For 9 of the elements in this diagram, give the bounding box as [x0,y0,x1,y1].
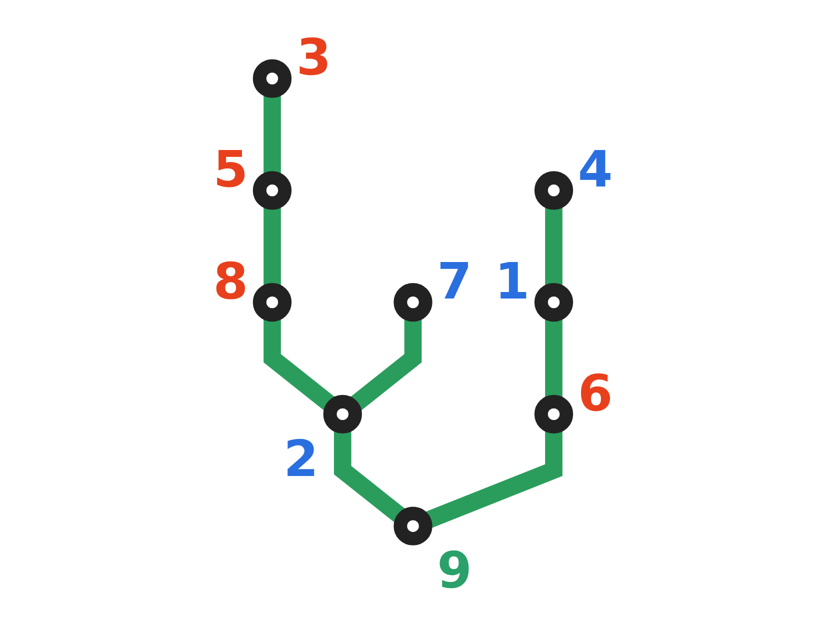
node-number: 2 [283,429,318,488]
node-number: 9 [436,541,472,600]
node-number: 3 [296,28,331,86]
node-number: 6 [577,364,612,422]
node-number: 4 [577,140,612,198]
node-number: 8 [212,252,248,310]
node-number: 5 [212,140,248,198]
node-number: 7 [436,252,472,310]
node-number: 1 [494,252,530,310]
